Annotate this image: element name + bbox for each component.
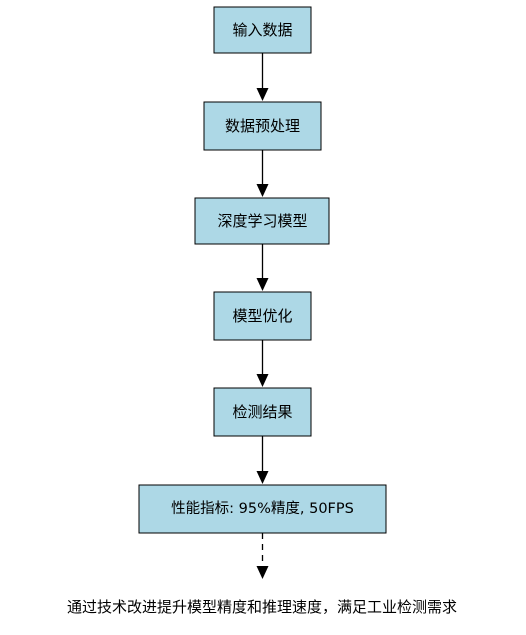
conclusion-text: 通过技术改进提升模型精度和推理速度，满足工业检测需求 xyxy=(67,598,457,616)
node-input-data-label: 输入数据 xyxy=(232,21,292,39)
node-deep-learning-box xyxy=(194,197,330,245)
node-preprocess-label: 数据预处理 xyxy=(225,117,300,135)
node-preprocess-box xyxy=(203,101,322,151)
node-input-data: 输入数据 xyxy=(213,6,312,54)
arrow-metrics-to-conclusion xyxy=(256,533,269,579)
node-performance-metrics-box xyxy=(138,484,387,534)
node-detection-result: 检测结果 xyxy=(213,387,312,437)
arrow-model-to-optimization xyxy=(256,244,269,291)
node-performance-metrics: 性能指标: 95%精度, 50FPS xyxy=(138,484,387,534)
arrow-detection-to-metrics xyxy=(256,436,269,484)
node-detection-result-box xyxy=(213,387,312,437)
node-deep-learning-label: 深度学习模型 xyxy=(217,212,307,230)
node-preprocess: 数据预处理 xyxy=(203,101,322,151)
node-detection-result-label: 检测结果 xyxy=(232,403,292,421)
node-model-optimization-label: 模型优化 xyxy=(232,307,292,325)
arrow-preprocess-to-model xyxy=(256,150,269,197)
arrow-optimization-to-detection xyxy=(256,340,269,387)
arrow-input-to-preprocess xyxy=(256,53,269,101)
node-input-data-box xyxy=(213,6,312,54)
node-model-optimization: 模型优化 xyxy=(213,291,312,341)
node-performance-metrics-label: 性能指标: 95%精度, 50FPS xyxy=(171,500,354,517)
node-deep-learning: 深度学习模型 xyxy=(194,197,330,245)
